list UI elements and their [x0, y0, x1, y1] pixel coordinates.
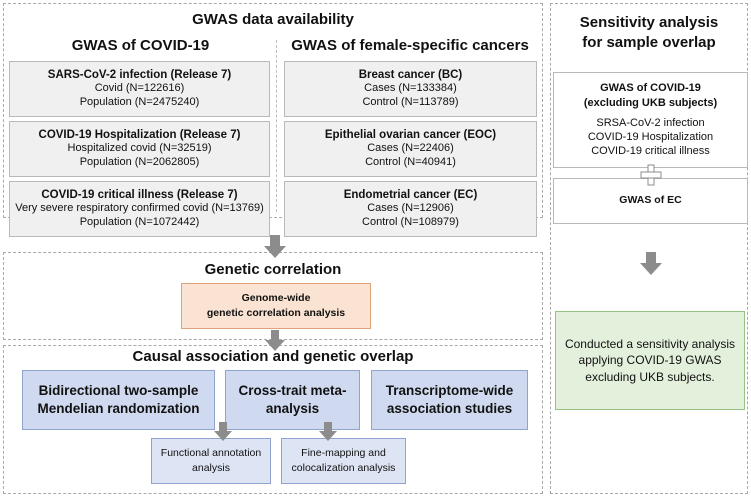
covid-hospitalization-box: COVID-19 Hospitalization (Release 7) Hos…	[9, 121, 270, 177]
genetic-correlation-title: Genetic correlation	[204, 261, 342, 278]
sensitivity-panel	[550, 3, 748, 494]
mendelian-randomization-box: Bidirectional two-sample Mendelian rando…	[22, 370, 215, 430]
twas-box: Transcriptome-wide association studies	[371, 370, 528, 430]
column-divider	[276, 40, 277, 212]
box-line: Mendelian randomization	[37, 401, 200, 416]
box-line: colocalization analysis	[291, 462, 396, 474]
box-title: COVID-19 critical illness (Release 7)	[41, 189, 238, 202]
covid-critical-illness-text: COVID-19 critical illness (Release 7) Ve…	[9, 181, 270, 237]
box-line: Hospitalized covid (N=32519)	[67, 142, 212, 155]
box-line: Functional annotation	[160, 446, 262, 459]
down-arrow-icon	[265, 330, 285, 351]
box-line: Cases (N=133384)	[364, 82, 457, 95]
box-title: (excluding UKB subjects)	[583, 96, 718, 109]
box-line: Population (N=2062805)	[79, 156, 200, 169]
box-line: Control (N=108979)	[362, 216, 459, 229]
cancer-gwas-header: GWAS of female-specific cancers	[291, 37, 529, 54]
box-line: Cases (N=12906)	[367, 202, 454, 215]
down-arrow-icon	[214, 422, 232, 441]
box-line: Control (N=40941)	[365, 156, 456, 169]
sensitivity-result-box: Conducted a sensitivity analysis applyin…	[555, 311, 745, 410]
title-line: for sample overlap	[582, 33, 716, 51]
box-line: Conducted a sensitivity analysis	[564, 337, 736, 352]
genome-wide-correlation-box: Genome-wide genetic correlation analysis	[181, 283, 371, 329]
gwas-data-title: GWAS data availability	[192, 11, 354, 28]
box-line: Cross-trait meta-analysis	[238, 382, 347, 416]
box-line: Fine-mapping and	[301, 446, 386, 459]
down-arrow-icon	[319, 422, 337, 441]
box-title: SARS-CoV-2 infection (Release 7)	[47, 69, 232, 82]
box-line: excluding UKB subjects.	[585, 369, 715, 384]
box-title: Endometrial cancer (EC)	[343, 189, 478, 202]
box-line: Population (N=2475240)	[79, 96, 200, 109]
box-line: COVID-19 Hospitalization	[587, 131, 714, 144]
box-line: Covid (N=122616)	[94, 82, 185, 95]
box-line: Control (N=113789)	[362, 96, 459, 109]
box-title: COVID-19 Hospitalization (Release 7)	[38, 129, 241, 142]
fine-mapping-box: Fine-mapping and colocalization analysis	[281, 438, 406, 484]
down-arrow-icon	[640, 252, 662, 275]
endometrial-cancer-text: Endometrial cancer (EC) Cases (N=12906) …	[284, 181, 537, 237]
plus-icon	[640, 164, 662, 186]
box-line: analysis	[192, 462, 230, 474]
box-line: Population (N=1072442)	[79, 216, 200, 229]
box-line: association studies	[386, 401, 513, 416]
ovarian-cancer-box: Epithelial ovarian cancer (EOC) Cases (N…	[284, 121, 537, 177]
box-line: SRSA-CoV-2 infection	[596, 116, 705, 129]
box-line: genetic correlation analysis	[206, 307, 346, 319]
cross-trait-meta-analysis-box: Cross-trait meta-analysis	[225, 370, 360, 430]
box-line: Cases (N=22406)	[367, 142, 454, 155]
box-line: Transcriptome-wide	[385, 382, 514, 398]
covid-gwas-header: GWAS of COVID-19	[71, 37, 210, 54]
box-line: COVID-19 critical illness	[591, 145, 710, 158]
box-title: GWAS of COVID-19	[600, 82, 701, 95]
box-line: Very severe respiratory confirmed covid …	[15, 202, 264, 215]
covid-gwas-excluding-ukb-box: GWAS of COVID-19 (excluding UKB subjects…	[553, 72, 748, 168]
functional-annotation-box: Functional annotation analysis	[151, 438, 271, 484]
box-line: Bidirectional two-sample	[38, 382, 199, 398]
box-title: Epithelial ovarian cancer (EOC)	[324, 129, 497, 142]
breast-cancer-box: Breast cancer (BC) Cases (N=133384) Cont…	[284, 61, 537, 117]
gwas-data-panel	[3, 3, 543, 218]
box-line: GWAS of EC	[619, 194, 682, 207]
down-arrow-icon	[264, 235, 286, 258]
title-line: Sensitivity analysis	[579, 14, 719, 31]
sensitivity-title: Sensitivity analysis for sample overlap	[550, 13, 748, 52]
box-line: applying COVID-19 GWAS	[578, 353, 722, 368]
causal-association-title: Causal association and genetic overlap	[132, 348, 414, 365]
covid-infection-box: SARS-CoV-2 infection (Release 7) Covid (…	[9, 61, 270, 117]
box-line: Genome-wide	[241, 292, 311, 305]
box-title: Breast cancer (BC)	[358, 69, 463, 82]
